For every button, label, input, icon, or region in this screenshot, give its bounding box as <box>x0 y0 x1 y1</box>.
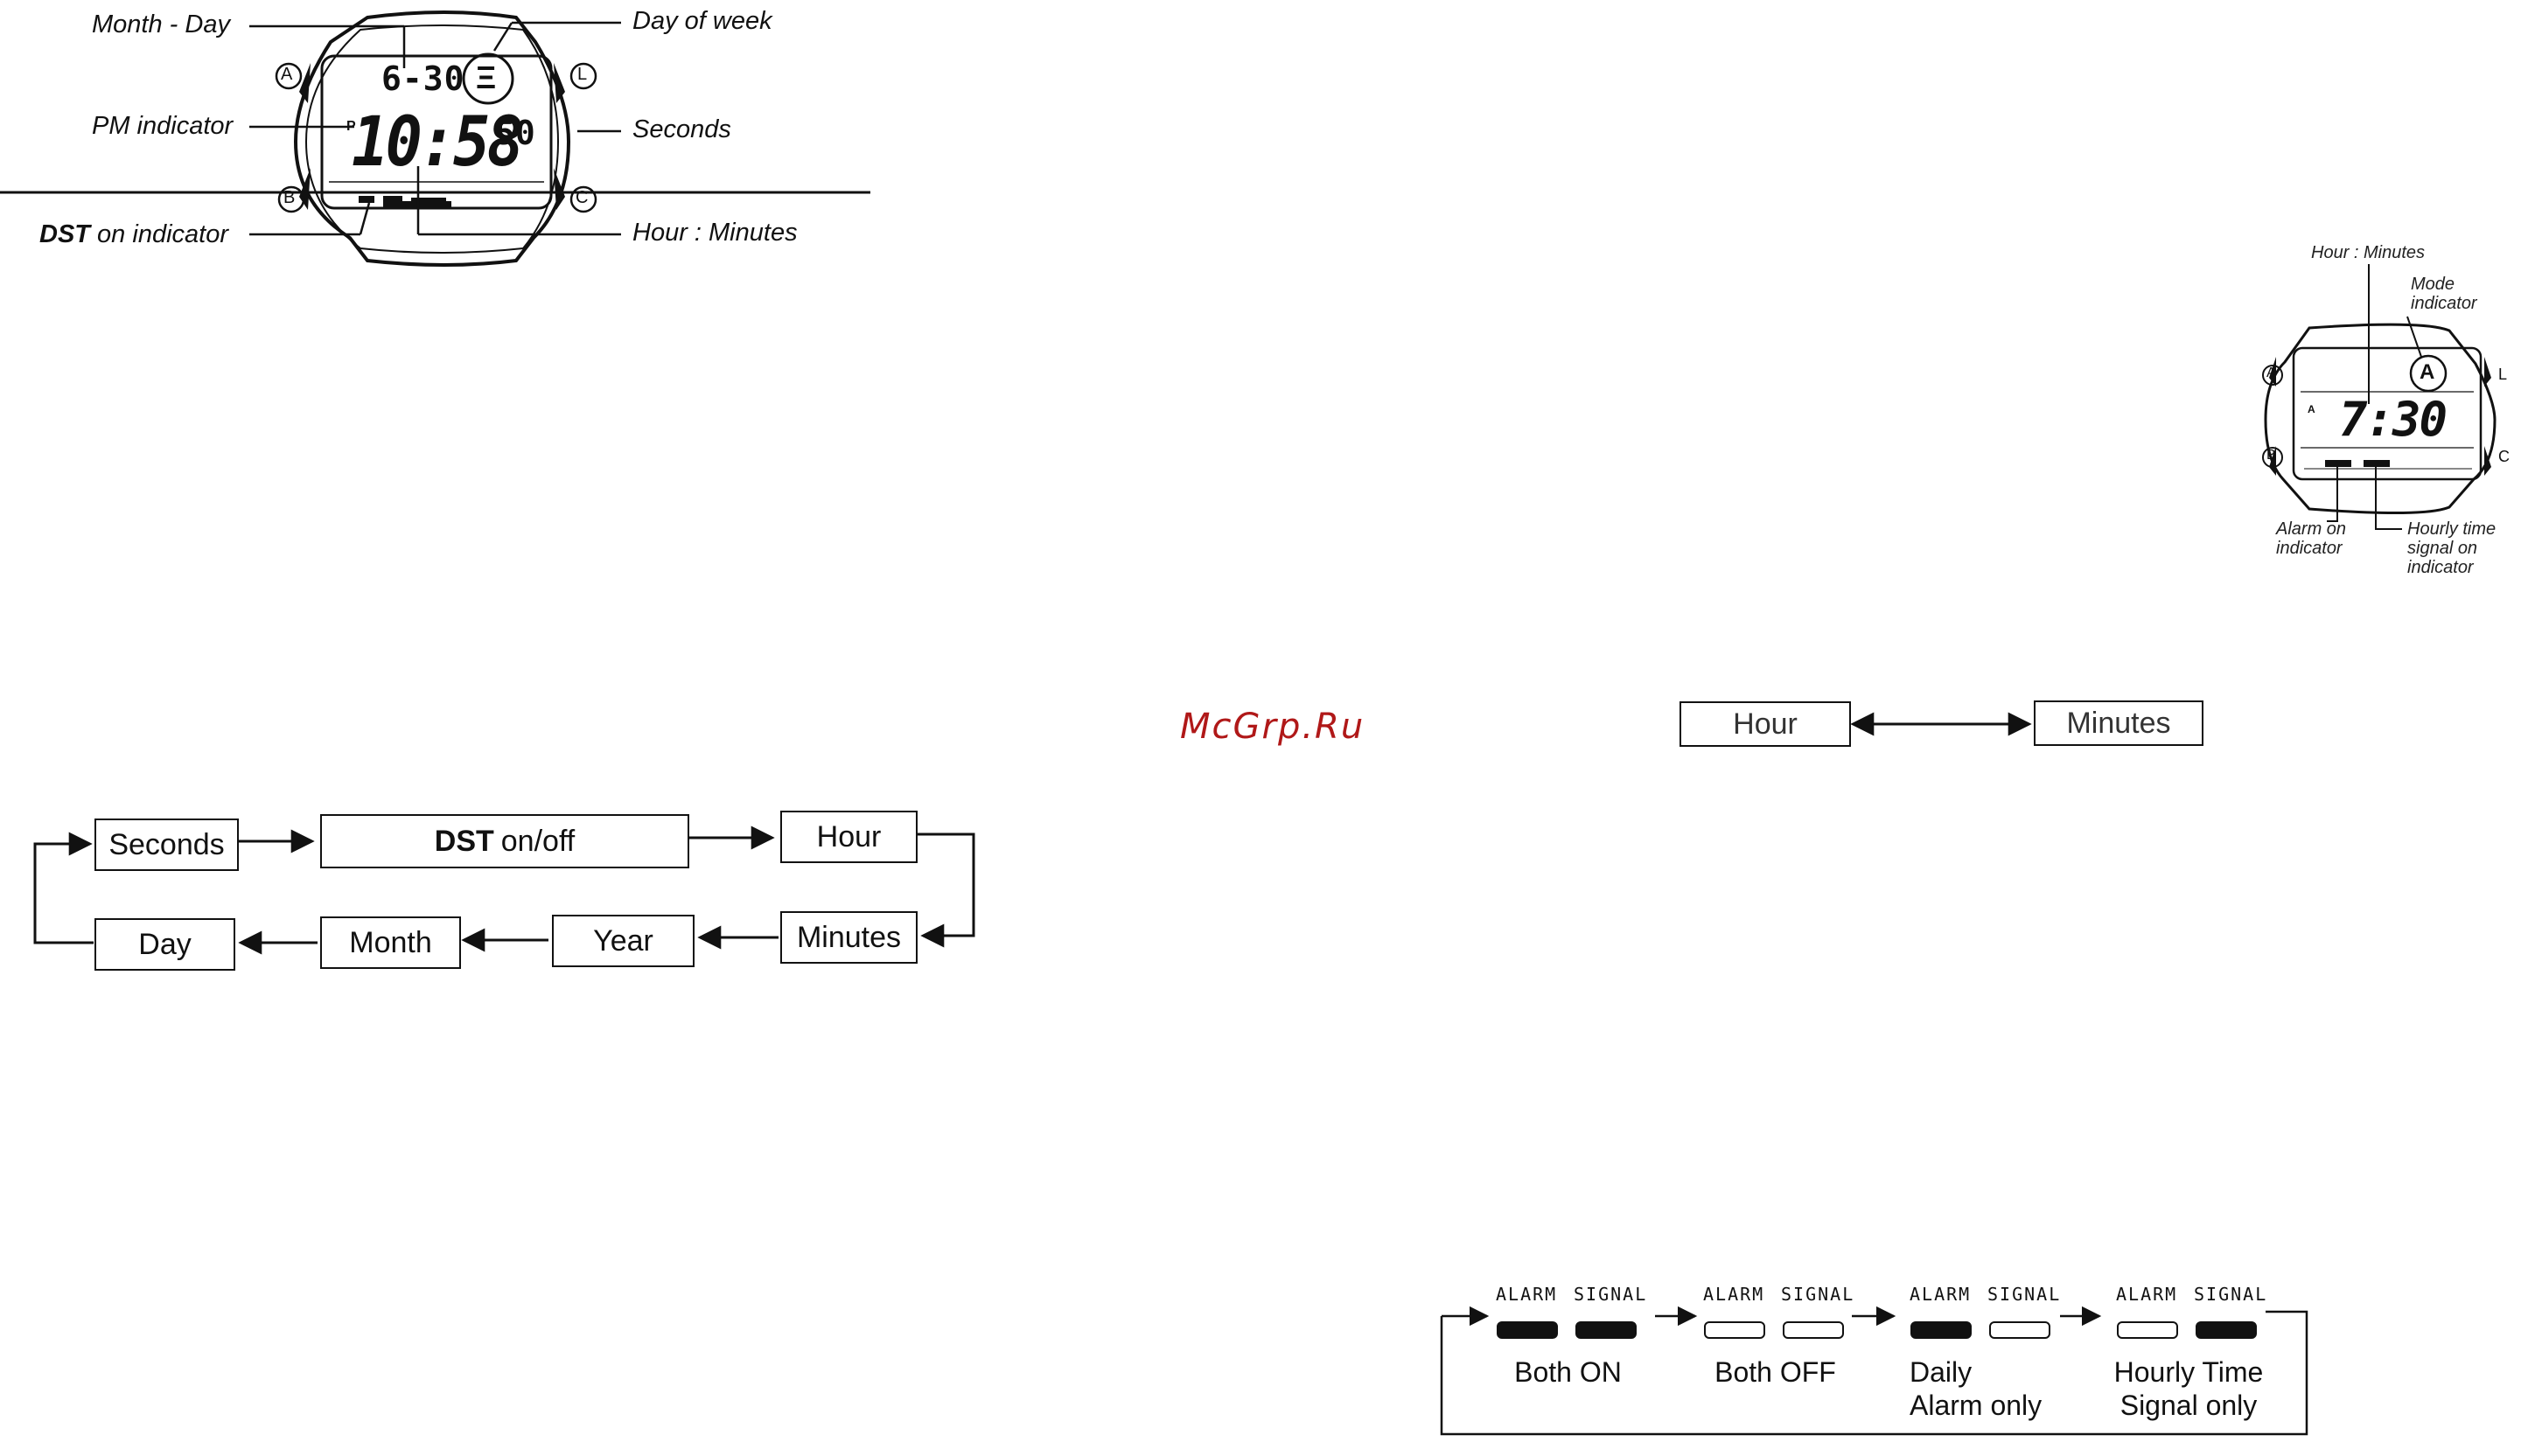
watch-1-leaders <box>249 21 621 236</box>
signal-label: SIGNAL <box>2194 1284 2268 1305</box>
label-hourly-signal-indicator: Hourly time signal on indicator <box>2407 519 2497 577</box>
watch-2-mode-ring <box>2409 354 2448 393</box>
watch-2-time-display: 7:30 <box>2339 392 2448 447</box>
watch-2-button-a: A <box>2266 366 2276 380</box>
signal-indicator <box>1989 1321 2050 1339</box>
label-day-of-week: Day of week <box>632 7 772 35</box>
alarm-label: ALARM <box>1910 1284 1972 1305</box>
label-mode-indicator: Mode indicator <box>2411 275 2477 313</box>
seq-minutes-box: Minutes <box>780 911 918 964</box>
label-seconds: Seconds <box>632 115 731 143</box>
state-caption: Hourly Time Signal only <box>2113 1356 2264 1421</box>
signal-label: SIGNAL <box>1574 1284 1648 1305</box>
watch-1-button-c-ring <box>569 185 597 213</box>
label-hour-minutes: Hour : Minutes <box>632 219 798 247</box>
seq-year-box: Year <box>552 915 695 967</box>
label-dst-rest: on indicator <box>90 220 228 248</box>
watch-1-button-c: C <box>576 188 589 207</box>
watch-2-button-b-ring <box>2262 447 2283 468</box>
watch-1-weekday-ring <box>462 52 514 105</box>
seq-seconds-box: Seconds <box>94 819 239 871</box>
signal-label: SIGNAL <box>1987 1284 2062 1305</box>
setting-sequence-arrows <box>33 826 975 955</box>
signal-indicator <box>2196 1321 2257 1339</box>
watch-2-button-l: L <box>2498 366 2508 383</box>
label-dst-on-indicator: DST on indicator <box>39 220 228 249</box>
seq-hour-box: Hour <box>780 811 918 863</box>
signal-indicator <box>1783 1321 1844 1339</box>
watch-1-pm-mark: P <box>346 119 356 134</box>
watch-1-seconds-display: 50 <box>495 114 535 152</box>
watch-2-button-a-ring <box>2262 365 2283 386</box>
watch-2-body <box>2264 323 2497 515</box>
watch-2-button-b: B <box>2266 448 2276 463</box>
label-month-day: Month - Day <box>92 10 230 38</box>
watch-1-button-a-ring <box>275 62 303 90</box>
seq-dst-rest: on/off <box>500 824 576 858</box>
signal-indicator <box>1575 1321 1637 1339</box>
alarm-indicator <box>1910 1321 1972 1339</box>
alarm-indicator <box>1704 1321 1765 1339</box>
watch-2-am-mark: A <box>2308 403 2315 415</box>
watch-1-button-a: A <box>281 65 293 84</box>
alarm-hour-box: Hour <box>1680 701 1851 747</box>
seq-dst-bold: DST <box>434 824 494 858</box>
alarm-cycle-lines <box>1440 1306 2308 1436</box>
alarm-label: ALARM <box>1703 1284 1765 1305</box>
seq-month-box: Month <box>320 916 461 969</box>
state-caption: Daily Alarm only <box>1910 1356 2043 1421</box>
state-caption: Both OFF <box>1714 1356 1836 1388</box>
alarm-indicator <box>2117 1321 2178 1339</box>
alarm-label: ALARM <box>1496 1284 1558 1305</box>
watch-1-time-display: 10:58 <box>352 103 524 182</box>
watermark: McGrp.Ru <box>1180 707 1365 747</box>
watch-1-button-b: B <box>283 188 296 207</box>
watch-1-weekday-glyph: Ξ <box>476 59 497 95</box>
label-hour-minutes-2: Hour : Minutes <box>2311 243 2426 262</box>
label-pm-indicator: PM indicator <box>92 112 234 140</box>
watch-1-button-l: L <box>577 65 588 84</box>
label-alarm-on-indicator: Alarm on indicator <box>2276 519 2347 558</box>
alarm-label: ALARM <box>2116 1284 2178 1305</box>
label-dst-bold: DST <box>39 220 90 248</box>
state-caption: Both ON <box>1514 1356 1622 1388</box>
watch-1-button-l-ring <box>569 62 597 90</box>
watch-2-mode-glyph: A <box>2420 360 2435 384</box>
watch-2-leaders <box>2327 264 2422 530</box>
seq-day-box: Day <box>94 918 235 971</box>
watch-2-button-c: C <box>2498 448 2510 465</box>
watch-1-button-b-ring <box>277 185 305 213</box>
alarm-minutes-box: Minutes <box>2034 700 2203 746</box>
watch-1-date-display: 6-30 <box>381 59 465 98</box>
alarm-indicator <box>1497 1321 1558 1339</box>
signal-label: SIGNAL <box>1781 1284 1855 1305</box>
